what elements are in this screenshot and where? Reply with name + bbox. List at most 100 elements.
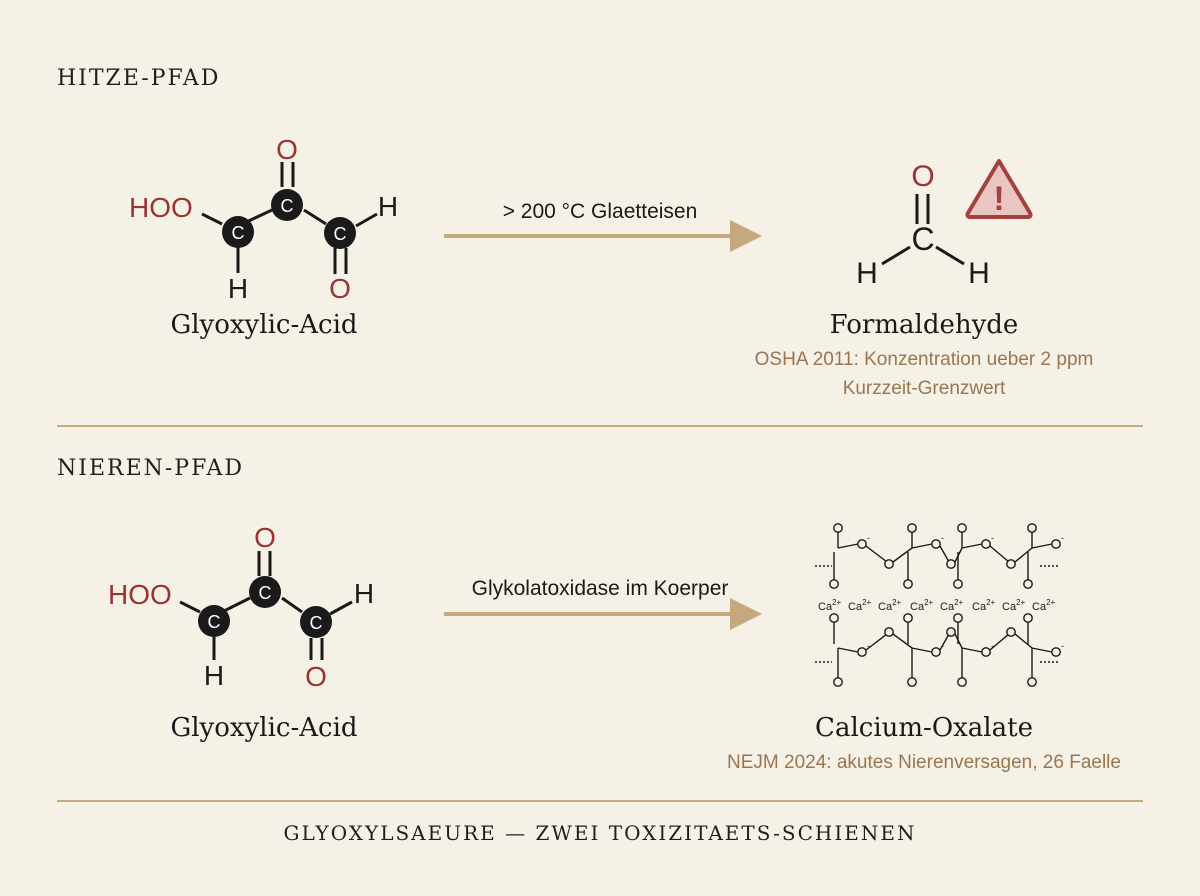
oxygen-atom — [1023, 579, 1033, 589]
calcium-ion-label: Ca2+ — [1032, 598, 1056, 613]
oxalate-note-line: NEJM 2024: akutes Nierenversagen, 26 Fae… — [727, 752, 1121, 773]
calcium-ion-label: Ca2+ — [940, 598, 964, 613]
section-divider — [57, 425, 1143, 427]
lattice-bond — [989, 545, 1010, 563]
carbon-atom-label: C — [232, 223, 245, 243]
oxygen-atom — [829, 579, 839, 589]
calcium-ion-label: Ca2+ — [818, 598, 842, 613]
lattice-bond — [961, 543, 983, 549]
oxygen-atom-label: O — [276, 134, 298, 165]
oxygen-charge-label: - — [867, 641, 870, 651]
formaldehyde-notes: OSHA 2011: Konzentration ueber 2 ppm Kur… — [714, 345, 1134, 403]
warning-icon: ! — [965, 159, 1033, 219]
carbon-atom — [249, 576, 281, 608]
oxygen-atom — [981, 647, 991, 657]
carbon-atom — [198, 605, 230, 637]
footer-divider — [57, 800, 1143, 802]
oxygen-atom — [833, 677, 843, 687]
oxygen-atom — [1027, 523, 1037, 533]
oxygen-atom — [1006, 627, 1016, 637]
calcium-ion-label: Ca2+ — [1002, 598, 1026, 613]
lattice-bond — [1014, 633, 1033, 649]
formaldehyde-molecule: O C H H — [856, 160, 990, 290]
oxygen-atom — [857, 647, 867, 657]
oxalate-notes: NEJM 2024: akutes Nierenversagen, 26 Fae… — [714, 748, 1134, 777]
warning-exclamation: ! — [993, 180, 1004, 218]
heat-product-name: Formaldehyde — [829, 310, 1019, 340]
heat-reactant-molecule: HOO C C C O O H H — [129, 134, 398, 304]
carbon-atom — [271, 189, 303, 221]
oxygen-atom — [957, 523, 967, 533]
carbon-atom-label: C — [334, 224, 347, 244]
carbon-atom — [300, 606, 332, 638]
hydrogen-atom-label: H — [204, 660, 224, 691]
oxygen-atom — [946, 627, 956, 637]
oxygen-atom — [1051, 647, 1061, 657]
oxygen-atom — [903, 613, 913, 623]
kidney-product-name: Calcium-Oxalate — [815, 713, 1033, 743]
diagram-footer-title: GLYOXYLSAEURE — ZWEI TOXIZITAETS-SCHIENE… — [283, 821, 917, 845]
calcium-ion-label: Ca2+ — [848, 598, 872, 613]
oxygen-atom — [953, 613, 963, 623]
lattice-bond — [911, 543, 933, 549]
formaldehyde-note-line: Kurzzeit-Grenzwert — [842, 378, 1006, 399]
oxygen-charge-label: - — [1061, 533, 1064, 543]
calcium-oxalate-lattice: --------Ca2+Ca2+Ca2+Ca2+Ca2+Ca2+Ca2+Ca2+ — [815, 523, 1064, 687]
lattice-bond — [911, 647, 933, 653]
carbon-atom-label: C — [911, 221, 934, 257]
lattice-bond — [865, 545, 888, 563]
lattice-bond — [865, 633, 888, 651]
oxygen-atom — [907, 677, 917, 687]
oxygen-atom — [857, 539, 867, 549]
carbon-atom — [222, 216, 254, 248]
kidney-reactant-name: Glyoxylic-Acid — [170, 713, 358, 743]
calcium-ion-label: Ca2+ — [878, 598, 902, 613]
carbon-atom-label: C — [208, 612, 221, 632]
hydrogen-atom-label: H — [228, 273, 248, 304]
kidney-arrow-label: Glykolatoxidase im Koerper — [471, 577, 729, 600]
lattice-bond — [892, 547, 913, 563]
kidney-reactant-molecule: HOO C C C O O H H — [108, 522, 374, 692]
lattice-bond — [961, 647, 983, 653]
oxygen-atom — [1023, 613, 1033, 623]
lattice-bond — [1014, 547, 1033, 563]
oxygen-charge-label: - — [991, 641, 994, 651]
oxygen-atom-label: O — [329, 273, 351, 304]
oxygen-atom — [884, 627, 894, 637]
calcium-ion-label: Ca2+ — [972, 598, 996, 613]
carbon-atom-label: C — [259, 583, 272, 603]
hydrogen-atom-label: H — [354, 578, 374, 609]
calcium-ion-label: Ca2+ — [910, 598, 934, 613]
hoo-group-label: HOO — [129, 192, 193, 223]
lattice-bond — [939, 545, 950, 563]
oxygen-atom — [981, 539, 991, 549]
oxygen-atom — [829, 613, 839, 623]
oxygen-atom-label: O — [305, 661, 327, 692]
oxygen-atom — [1006, 559, 1016, 569]
oxygen-atom-label: O — [911, 160, 934, 193]
oxygen-atom — [1051, 539, 1061, 549]
oxygen-atom — [931, 539, 941, 549]
heat-path-label: HITZE-PFAD — [57, 66, 221, 91]
carbon-atom-label: C — [310, 613, 323, 633]
lattice-bond — [892, 633, 913, 649]
formaldehyde-note-line: OSHA 2011: Konzentration ueber 2 ppm — [754, 349, 1094, 370]
hydrogen-atom-label: H — [856, 257, 878, 290]
oxygen-atom — [957, 677, 967, 687]
oxygen-atom — [833, 523, 843, 533]
oxygen-charge-label: - — [1061, 641, 1064, 651]
lattice-bond — [989, 633, 1010, 651]
heat-arrow-label: > 200 °C Glaetteisen — [502, 200, 698, 223]
oxygen-atom — [884, 559, 894, 569]
carbon-atom-label: C — [281, 196, 294, 216]
oxygen-atom — [953, 579, 963, 589]
oxygen-atom — [1027, 677, 1037, 687]
oxygen-charge-label: - — [991, 533, 994, 543]
hydrogen-atom-label: H — [968, 257, 990, 290]
hoo-group-label: HOO — [108, 579, 172, 610]
oxygen-charge-label: - — [941, 533, 944, 543]
lattice-bond — [837, 647, 859, 653]
oxygen-charge-label: - — [867, 533, 870, 543]
heat-reactant-name: Glyoxylic-Acid — [170, 310, 358, 340]
